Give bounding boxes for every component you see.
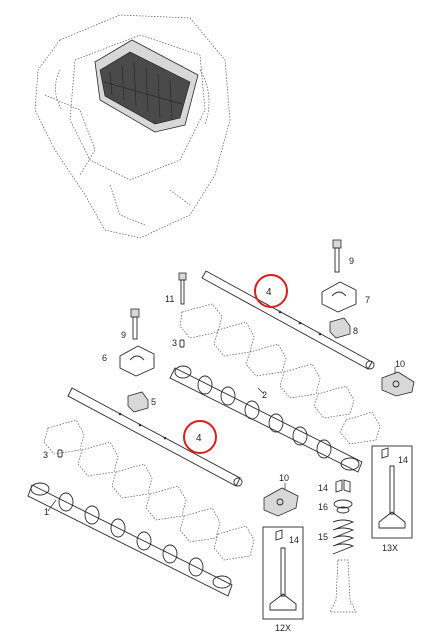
highlight-ring-upper	[254, 274, 288, 308]
highlight-ring-lower	[183, 420, 217, 454]
callout-9-lower: 9	[121, 330, 126, 340]
bolt-11	[178, 272, 187, 305]
callout-9-upper: 9	[349, 256, 354, 266]
callout-1: 1	[44, 507, 49, 517]
callout-14-middle: 14	[318, 483, 328, 493]
callout-14-lower: 14	[289, 535, 299, 545]
dowel-pins-3	[57, 339, 185, 458]
rocker-arm-lower	[263, 487, 299, 517]
callout-7: 7	[365, 295, 370, 305]
camshaft-front	[27, 482, 233, 597]
callout-10-upper: 10	[395, 359, 405, 369]
bolt-9-upper	[332, 239, 342, 273]
callout-16: 16	[318, 502, 328, 512]
valve-assembly-13x	[371, 445, 413, 539]
callout-11: 11	[165, 294, 174, 304]
leader-lines	[47, 367, 396, 512]
bearing-caps-rear	[179, 303, 381, 445]
callout-4-lower: 4	[196, 433, 202, 444]
callout-5: 5	[151, 397, 156, 407]
callout-3-rear: 3	[172, 338, 177, 348]
rocker-arm-upper	[381, 371, 415, 397]
callout-2: 2	[262, 390, 267, 400]
engine-overview-illustration	[34, 14, 231, 239]
callout-3-front: 3	[43, 450, 48, 460]
callout-10-lower: 10	[279, 473, 289, 483]
clip-6	[119, 345, 155, 377]
block-8	[329, 317, 351, 339]
callout-4-upper: 4	[266, 287, 272, 298]
clip-7	[321, 281, 357, 313]
bearing-caps-front	[43, 419, 255, 561]
rocker-shaft-front	[67, 387, 243, 487]
valve-assembly-12x	[262, 526, 304, 620]
camshaft-rear	[169, 365, 363, 473]
callout-8: 8	[353, 326, 358, 336]
valve-spring-15	[332, 519, 355, 555]
callout-12x: 12X	[275, 623, 291, 633]
valve-keepers-14	[335, 479, 351, 493]
valve-stem-seal	[329, 559, 357, 613]
callout-13x: 13X	[382, 543, 398, 553]
block-5	[127, 391, 149, 413]
callout-15: 15	[318, 532, 328, 542]
callout-6: 6	[102, 353, 107, 363]
spring-retainer-16	[333, 499, 353, 514]
bolt-9-lower	[130, 308, 140, 340]
callout-14-upper: 14	[398, 455, 408, 465]
rocker-shaft-rear	[201, 270, 375, 370]
